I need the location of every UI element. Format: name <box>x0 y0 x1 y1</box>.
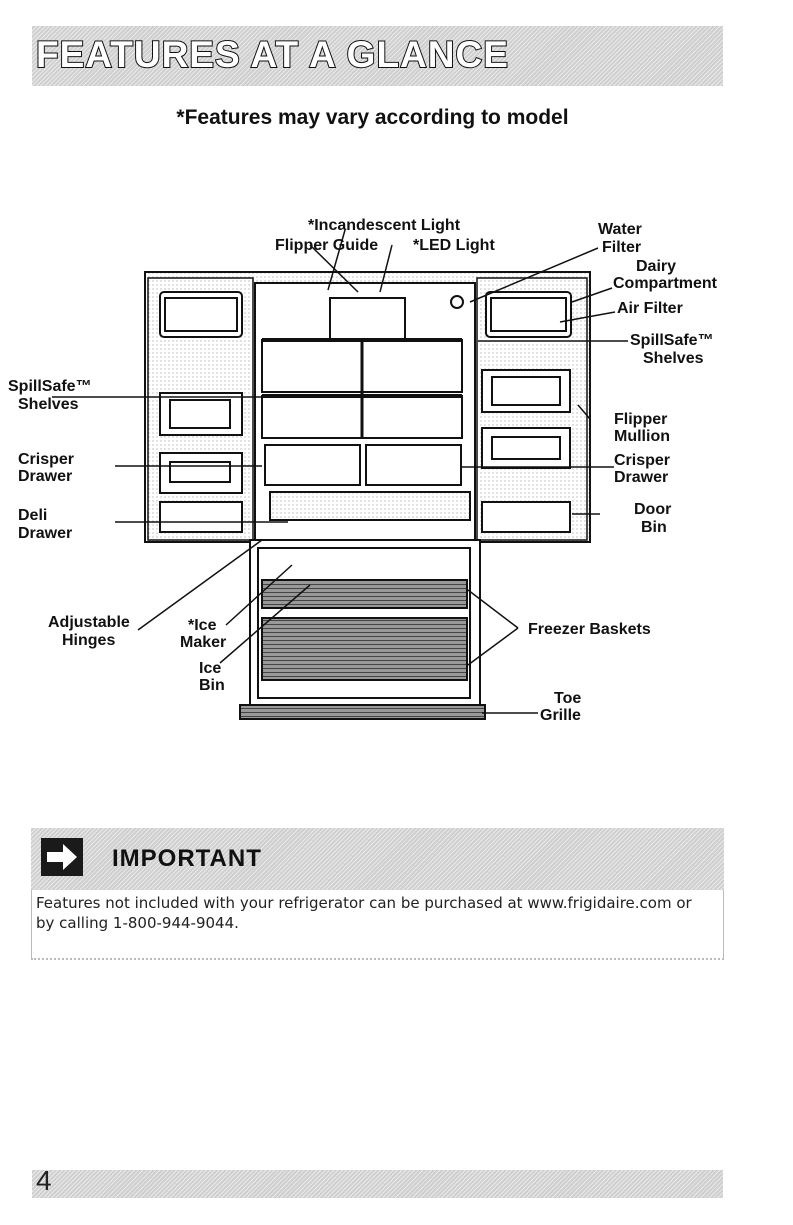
label-spillsafe-right: SpillSafe™ <box>630 332 714 349</box>
label-incandescent-light: *Incandescent Light <box>308 217 461 234</box>
label-crisper-left: Crisper <box>18 451 74 468</box>
label-led-light: *LED Light <box>413 237 495 254</box>
footer-banner <box>32 1170 723 1198</box>
label-ice: *Ice <box>188 617 217 634</box>
title-banner <box>32 26 723 86</box>
label-hinges: Hinges <box>62 632 115 649</box>
interior-shelves <box>261 295 471 521</box>
label-dairy: Dairy <box>636 258 676 275</box>
freezer <box>239 539 486 720</box>
label-bin: Bin <box>641 519 667 536</box>
label-flipper-guide: Flipper Guide <box>275 237 378 254</box>
label-drawer-right: Drawer <box>614 469 668 486</box>
important-frame <box>31 890 724 960</box>
label-toe: Toe <box>554 690 581 707</box>
arrow-right-icon <box>41 838 83 876</box>
subtitle-text: *Features may vary according to model <box>176 106 569 129</box>
label-deli: Deli <box>18 507 47 524</box>
label-compartment: Compartment <box>613 275 718 292</box>
label-crisper-right: Crisper <box>614 452 670 469</box>
label-air-filter: Air Filter <box>617 300 683 317</box>
label-ice-bin: Bin <box>199 677 225 694</box>
label-drawer-left: Drawer <box>18 468 72 485</box>
page-number: 4 <box>36 1165 52 1196</box>
refrigerator-diagram: *Incandescent Light Flipper Guide *LED L… <box>8 217 718 724</box>
important-banner <box>31 828 724 890</box>
label-filter: Filter <box>602 239 641 256</box>
subtitle: *Features may vary according to model <box>0 106 793 130</box>
label-shelves-left: Shelves <box>18 396 79 413</box>
important-title: IMPORTANT <box>112 845 262 872</box>
leader-lines <box>52 229 628 714</box>
right-door-bins <box>481 291 572 533</box>
label-water: Water <box>598 221 642 238</box>
left-door-bins <box>159 291 243 533</box>
label-flipper: Flipper <box>614 411 667 428</box>
page-title: FEATURES AT A GLANCE <box>35 33 509 76</box>
label-maker: Maker <box>180 634 226 651</box>
label-adjustable: Adjustable <box>48 614 130 631</box>
important-body: Features not included with your refriger… <box>36 894 692 932</box>
label-spillsafe-left: SpillSafe™ <box>8 378 92 395</box>
label-shelves-right: Shelves <box>643 350 704 367</box>
label-grille: Grille <box>540 707 581 724</box>
label-mullion: Mullion <box>614 428 670 445</box>
label-deli-drawer: Drawer <box>18 525 72 542</box>
label-freezer-baskets: Freezer Baskets <box>528 621 651 638</box>
label-door: Door <box>634 501 671 518</box>
label-ice-2: Ice <box>199 660 221 677</box>
